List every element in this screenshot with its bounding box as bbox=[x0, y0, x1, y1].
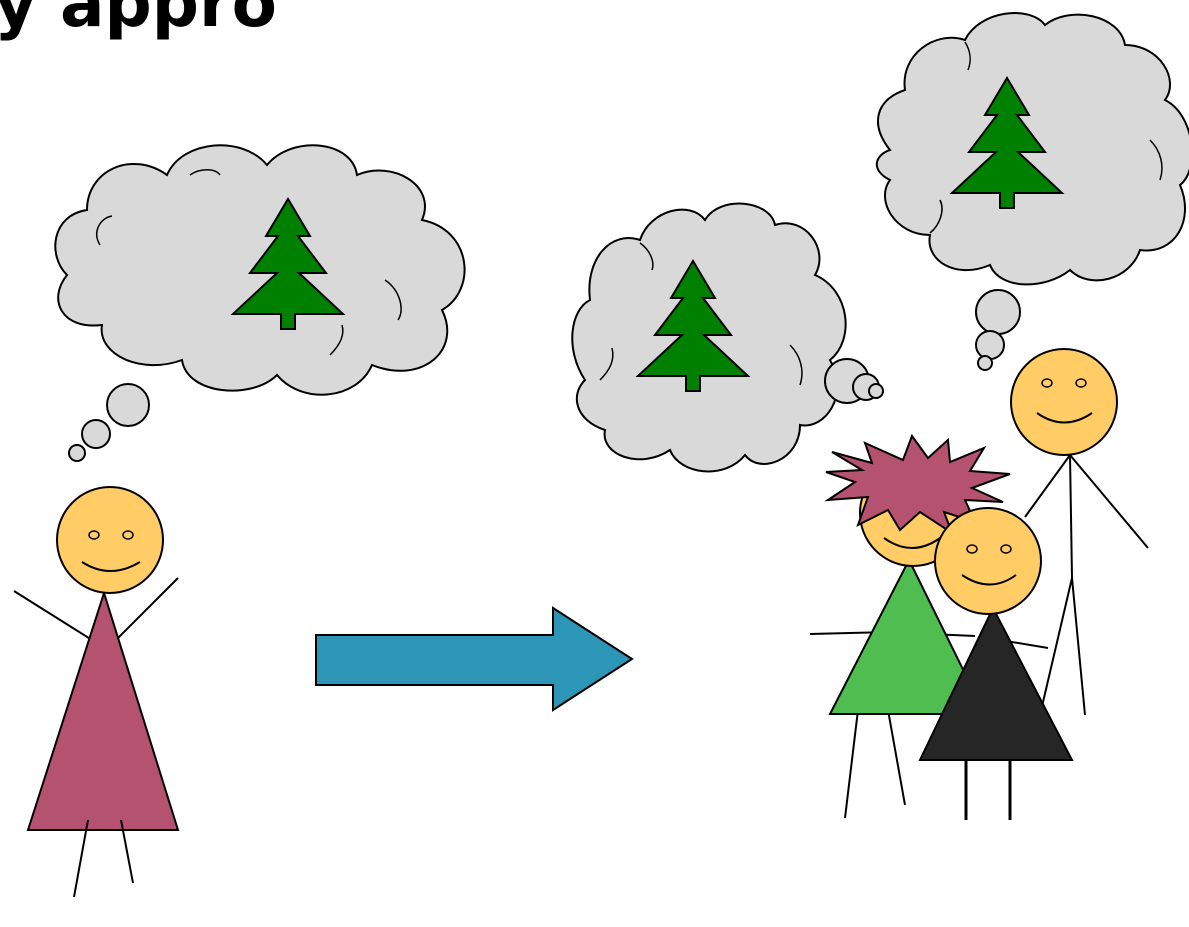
arrow-right-icon bbox=[315, 606, 634, 712]
thought-bubble-dot bbox=[977, 355, 993, 371]
arm bbox=[13, 590, 93, 641]
arm bbox=[1069, 454, 1149, 549]
smile bbox=[1036, 412, 1093, 424]
spiky-hair bbox=[824, 433, 1011, 536]
person-black-dress bbox=[918, 507, 1074, 820]
face bbox=[56, 486, 164, 594]
leg bbox=[1039, 577, 1073, 716]
arm bbox=[1024, 454, 1071, 518]
person-left bbox=[13, 486, 180, 898]
leg bbox=[887, 709, 906, 806]
body bbox=[1069, 454, 1073, 579]
face bbox=[1010, 348, 1118, 456]
thought-bubble-dot bbox=[975, 330, 1005, 360]
slide-title: y appro bbox=[0, 0, 277, 42]
thought-cloud-middle bbox=[571, 202, 884, 473]
dress bbox=[918, 605, 1074, 761]
eye bbox=[966, 544, 978, 554]
eye bbox=[122, 530, 134, 540]
eye bbox=[1000, 544, 1012, 554]
eye bbox=[1075, 378, 1087, 388]
dress bbox=[828, 557, 987, 715]
leg bbox=[1071, 577, 1086, 716]
thought-bubble-dot bbox=[68, 444, 86, 462]
dress bbox=[26, 589, 180, 831]
leg bbox=[844, 709, 859, 819]
person-man bbox=[1010, 348, 1149, 716]
thought-bubble-dot bbox=[868, 383, 884, 399]
arm bbox=[117, 577, 179, 639]
leg bbox=[73, 819, 89, 898]
smile bbox=[81, 561, 141, 572]
eye bbox=[88, 530, 100, 540]
thought-bubble-dot bbox=[975, 289, 1021, 335]
smile bbox=[883, 537, 941, 549]
person-green-dress bbox=[809, 433, 1011, 819]
eye bbox=[1041, 378, 1053, 388]
face bbox=[934, 507, 1042, 615]
leg bbox=[120, 819, 134, 884]
thought-bubble-dot bbox=[106, 383, 150, 427]
thought-bubble-dot bbox=[81, 419, 111, 449]
thought-cloud-left bbox=[54, 144, 466, 462]
thought-cloud-right bbox=[875, 12, 1189, 371]
smile bbox=[961, 574, 1017, 586]
